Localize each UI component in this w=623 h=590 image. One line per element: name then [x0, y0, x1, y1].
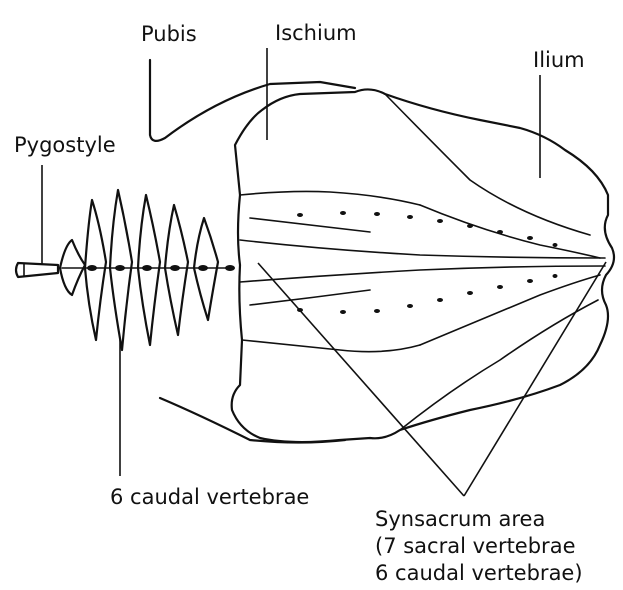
- pubis-label: Pubis: [141, 22, 197, 46]
- inner-ridge-lower: [250, 290, 370, 305]
- synsacrum-title: Synsacrum area: [375, 506, 583, 533]
- pygostyle-bone: [16, 263, 58, 277]
- ilium-label: Ilium: [533, 48, 585, 72]
- ischium-edge: [240, 191, 420, 205]
- ilium-lower-curve: [400, 300, 598, 430]
- caudal-vertebrae: [60, 190, 235, 350]
- foramina: [297, 211, 558, 314]
- synsacrum-detail-2: 6 caudal vertebrae): [375, 560, 583, 587]
- pubis-bone-upper: [150, 60, 355, 141]
- ilium-crest-upper: [385, 94, 590, 235]
- synsacrum-detail-1: (7 sacral vertebrae: [375, 533, 583, 560]
- vertebral-column-upper: [240, 240, 605, 258]
- ilium-ridge-upper: [420, 205, 600, 258]
- vertebral-column-lower: [240, 266, 605, 282]
- leader-lines: [42, 48, 606, 496]
- synsacrum-label: Synsacrum area (7 sacral vertebrae 6 cau…: [375, 506, 583, 587]
- ilium-crest-lower: [420, 275, 600, 345]
- ischium-label: Ischium: [275, 21, 357, 45]
- pygostyle-label: Pygostyle: [14, 133, 116, 157]
- inner-ridge-upper: [250, 218, 370, 232]
- caudal-vertebrae-label: 6 caudal vertebrae: [110, 485, 309, 509]
- pubis-bone-lower: [160, 398, 345, 443]
